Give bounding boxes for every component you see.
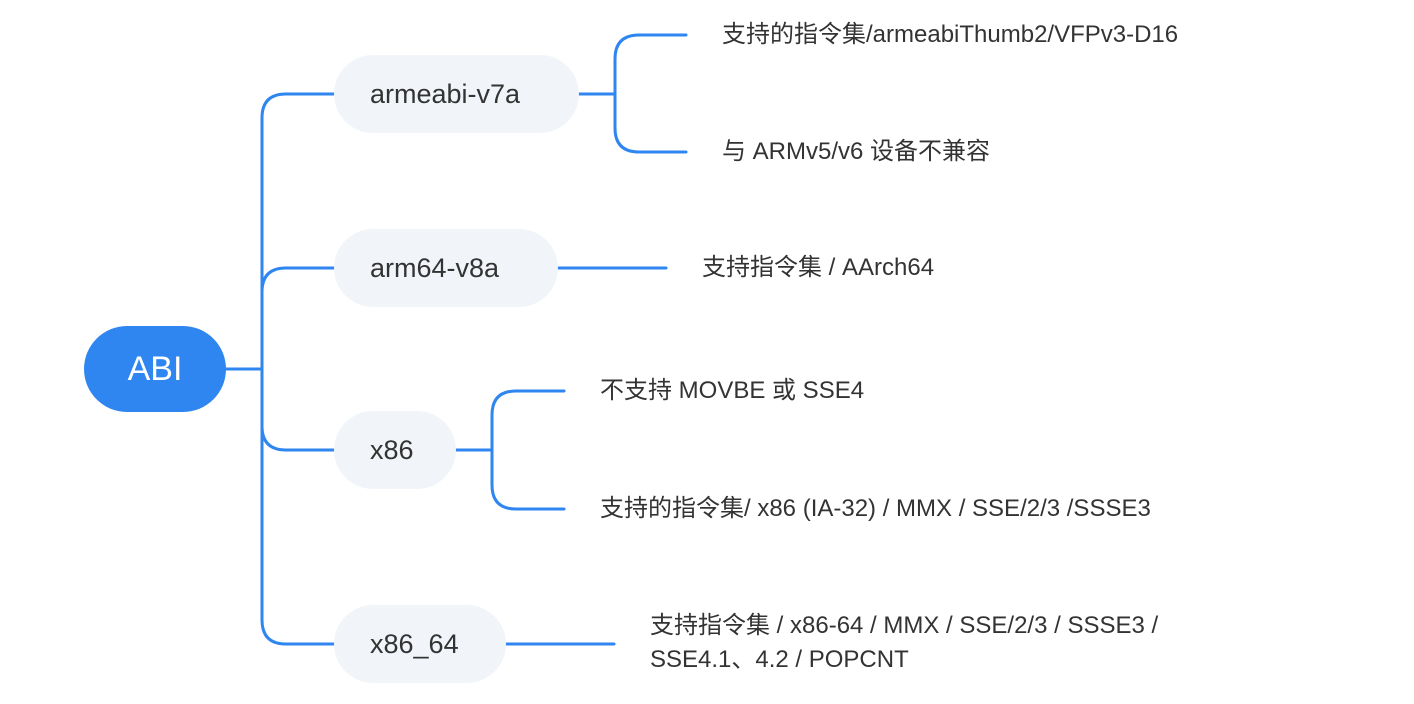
connector-group [224,33,688,646]
leaf-node-label: 不支持 MOVBE 或 SSE4 [600,377,865,404]
branch-node-arm64-v8a[interactable]: arm64-v8a [334,229,558,307]
connector-armeabi-leaf-1 [613,33,688,96]
leaf-node-label-line-2: SSE4.1、4.2 / POPCNT [650,646,909,673]
branch-node-x86[interactable]: x86 [334,411,456,489]
leaf-node-label: 支持的指令集/armeabiThumb2/VFPv3-D16 [722,21,1179,48]
connector-trunk-x86 [260,367,336,452]
leaf-node-x86-unsupported[interactable]: 不支持 MOVBE 或 SSE4 [600,374,864,408]
leaf-node-armeabi-instruction-set[interactable]: 支持的指令集/armeabiThumb2/VFPv3-D16 [722,18,1178,52]
root-node-abi[interactable]: ABI [84,326,226,412]
leaf-node-label: 与 ARMv5/v6 设备不兼容 [722,138,991,165]
branch-node-label: x86_64 [370,628,459,659]
leaf-node-label-line-1: 支持指令集 / x86-64 / MMX / SSE/2/3 / SSSE3 / [650,612,1159,639]
branch-node-label: x86 [370,434,414,465]
branch-node-label: arm64-v8a [370,252,500,283]
connector-x86-leaf-2 [490,448,566,511]
connector-x86-leaf-1 [490,389,566,452]
leaf-node-label: 支持指令集 / AArch64 [702,254,935,281]
leaf-node-x86-64-instruction-set[interactable]: 支持指令集 / x86-64 / MMX / SSE/2/3 / SSSE3 /… [650,609,1158,677]
leaf-node-arm64-instruction-set[interactable]: 支持指令集 / AArch64 [702,251,934,285]
branch-node-x86-64[interactable]: x86_64 [334,605,506,683]
branch-node-label: armeabi-v7a [370,78,521,109]
leaf-node-armeabi-compat[interactable]: 与 ARMv5/v6 设备不兼容 [722,135,990,169]
connector-trunk-arm64 [260,266,336,371]
root-node-label: ABI [127,349,183,388]
leaf-node-label: 支持的指令集/ x86 (IA-32) / MMX / SSE/2/3 /SSS… [600,495,1151,522]
leaf-node-x86-instruction-set[interactable]: 支持的指令集/ x86 (IA-32) / MMX / SSE/2/3 /SSS… [600,492,1151,526]
branch-node-armeabi-v7a[interactable]: armeabi-v7a [334,55,579,133]
connector-armeabi-leaf-2 [613,92,688,154]
connector-trunk-armeabi [260,92,336,371]
connector-trunk-x86-64 [260,367,336,646]
